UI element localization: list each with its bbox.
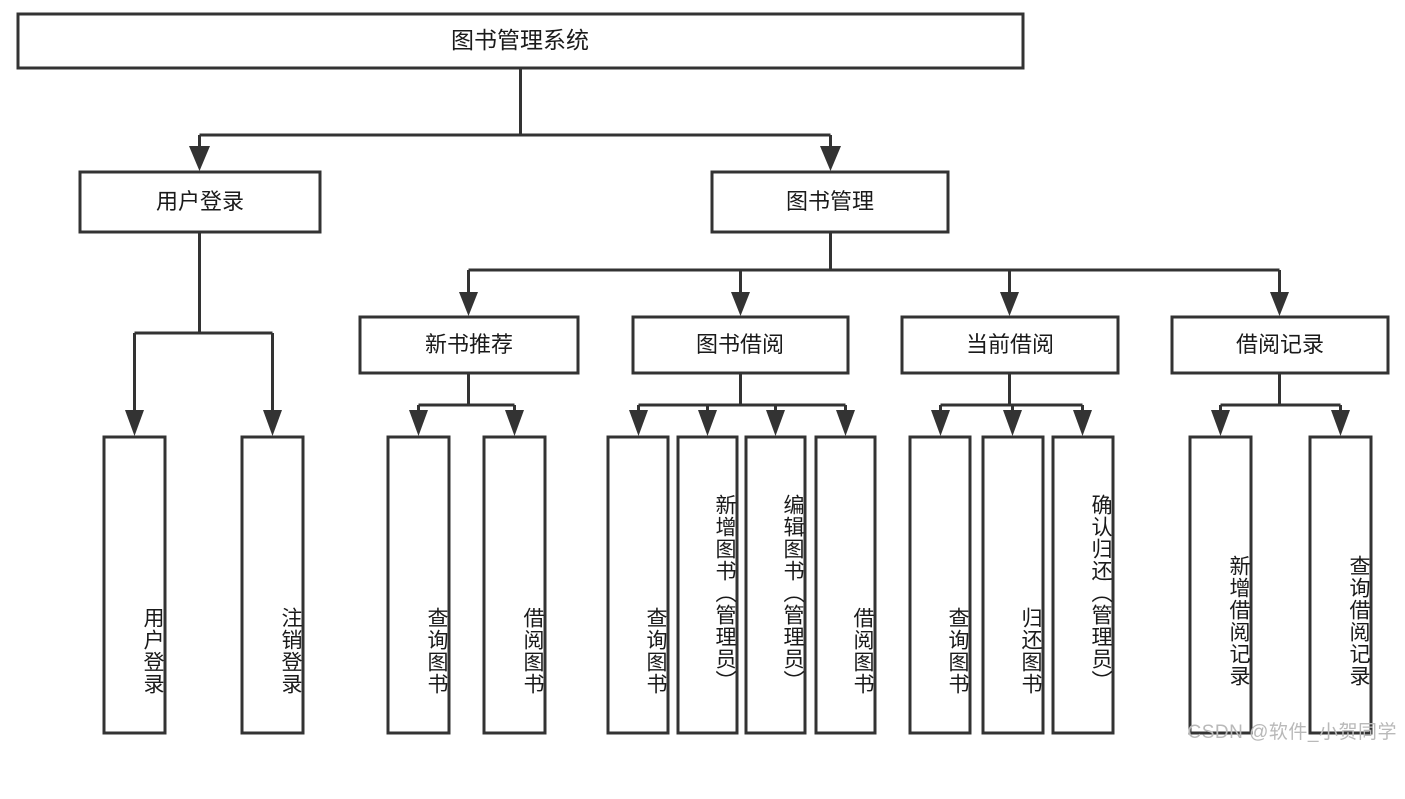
node-root-box[interactable] (16, 12, 1025, 70)
node-book-manage[interactable]: 图书管理 (710, 170, 950, 234)
arrow-to-leaf-user-login (125, 410, 144, 436)
arrow-to-leaf-logout (263, 410, 282, 436)
arrow-to-book-borrow (731, 292, 750, 316)
arrow-to-leaf-query-book-rec (409, 410, 428, 436)
arrow-to-leaf-add-book (698, 410, 717, 436)
arrow-to-leaf-add-record (1211, 410, 1230, 436)
node-current-borrow-box[interactable] (900, 315, 1120, 375)
arrow-to-user-login (189, 146, 210, 171)
arrow-to-leaf-query-record (1331, 410, 1350, 436)
leaf-return-book-box[interactable] (981, 435, 1045, 735)
leaf-borrow-book-box[interactable] (814, 435, 877, 735)
leaf-query-book-current-box[interactable] (908, 435, 972, 735)
node-current-borrow[interactable]: 当前借阅 (900, 315, 1120, 375)
node-new-book-rec[interactable]: 新书推荐 (358, 315, 580, 375)
arrow-to-borrow-record (1270, 292, 1289, 316)
node-borrow-record[interactable]: 借阅记录 (1170, 315, 1390, 375)
arrow-to-leaf-edit-book (766, 410, 785, 436)
node-new-book-rec-label: 新书推荐 (425, 332, 513, 357)
leaf-edit-book-box[interactable] (744, 435, 807, 735)
leaf-confirm-return-box[interactable] (1051, 435, 1115, 735)
arrow-to-leaf-query-book-borrow (629, 410, 648, 436)
node-current-borrow-label: 当前借阅 (966, 332, 1054, 357)
leaf-query-book-borrow-box[interactable] (606, 435, 670, 735)
tree-diagram-svg: 图书管理系统 用户登录 图书管理 新书推荐 图书借阅 当前借阅 借阅记录 (16, 12, 1390, 735)
node-book-manage-label: 图书管理 (786, 189, 874, 214)
leaf-add-book-box[interactable] (676, 435, 739, 735)
arrow-to-book-manage (820, 146, 841, 171)
leaf-logout-box[interactable] (240, 435, 305, 735)
arrow-to-leaf-confirm-return (1073, 410, 1092, 436)
arrow-to-leaf-borrow-book-rec (505, 410, 524, 436)
node-book-borrow[interactable]: 图书借阅 (631, 315, 850, 375)
node-book-borrow-label: 图书借阅 (696, 332, 784, 357)
node-user-login-box[interactable] (78, 170, 322, 234)
node-borrow-record-box[interactable] (1170, 315, 1390, 375)
csdn-watermark: CSDN @软件_小贺同学 (1187, 722, 1397, 743)
leaf-box-layer (102, 435, 1373, 735)
arrow-to-current-borrow (1000, 292, 1019, 316)
leaf-add-record-box[interactable] (1188, 435, 1253, 735)
leaf-query-book-rec-box[interactable] (386, 435, 451, 735)
node-root[interactable]: 图书管理系统 (16, 12, 1025, 70)
node-new-book-rec-box[interactable] (358, 315, 580, 375)
node-book-manage-box[interactable] (710, 170, 950, 234)
diagram-canvas: 图书管理系统 用户登录 图书管理 新书推荐 图书借阅 当前借阅 借阅记录 (16, 12, 1397, 743)
leaf-user-login-box[interactable] (102, 435, 167, 735)
leaf-borrow-book-rec-box[interactable] (482, 435, 547, 735)
node-root-label: 图书管理系统 (451, 27, 589, 53)
node-book-borrow-box[interactable] (631, 315, 850, 375)
leaf-query-record-box[interactable] (1308, 435, 1373, 735)
node-user-login[interactable]: 用户登录 (78, 170, 322, 234)
arrow-to-leaf-query-book-current (931, 410, 950, 436)
connector-layer (125, 68, 1350, 436)
arrow-to-leaf-return-book (1003, 410, 1022, 436)
node-user-login-label: 用户登录 (156, 189, 244, 214)
arrow-to-leaf-borrow-book (836, 410, 855, 436)
arrow-to-new-book-rec (459, 292, 478, 316)
node-borrow-record-label: 借阅记录 (1236, 332, 1324, 357)
